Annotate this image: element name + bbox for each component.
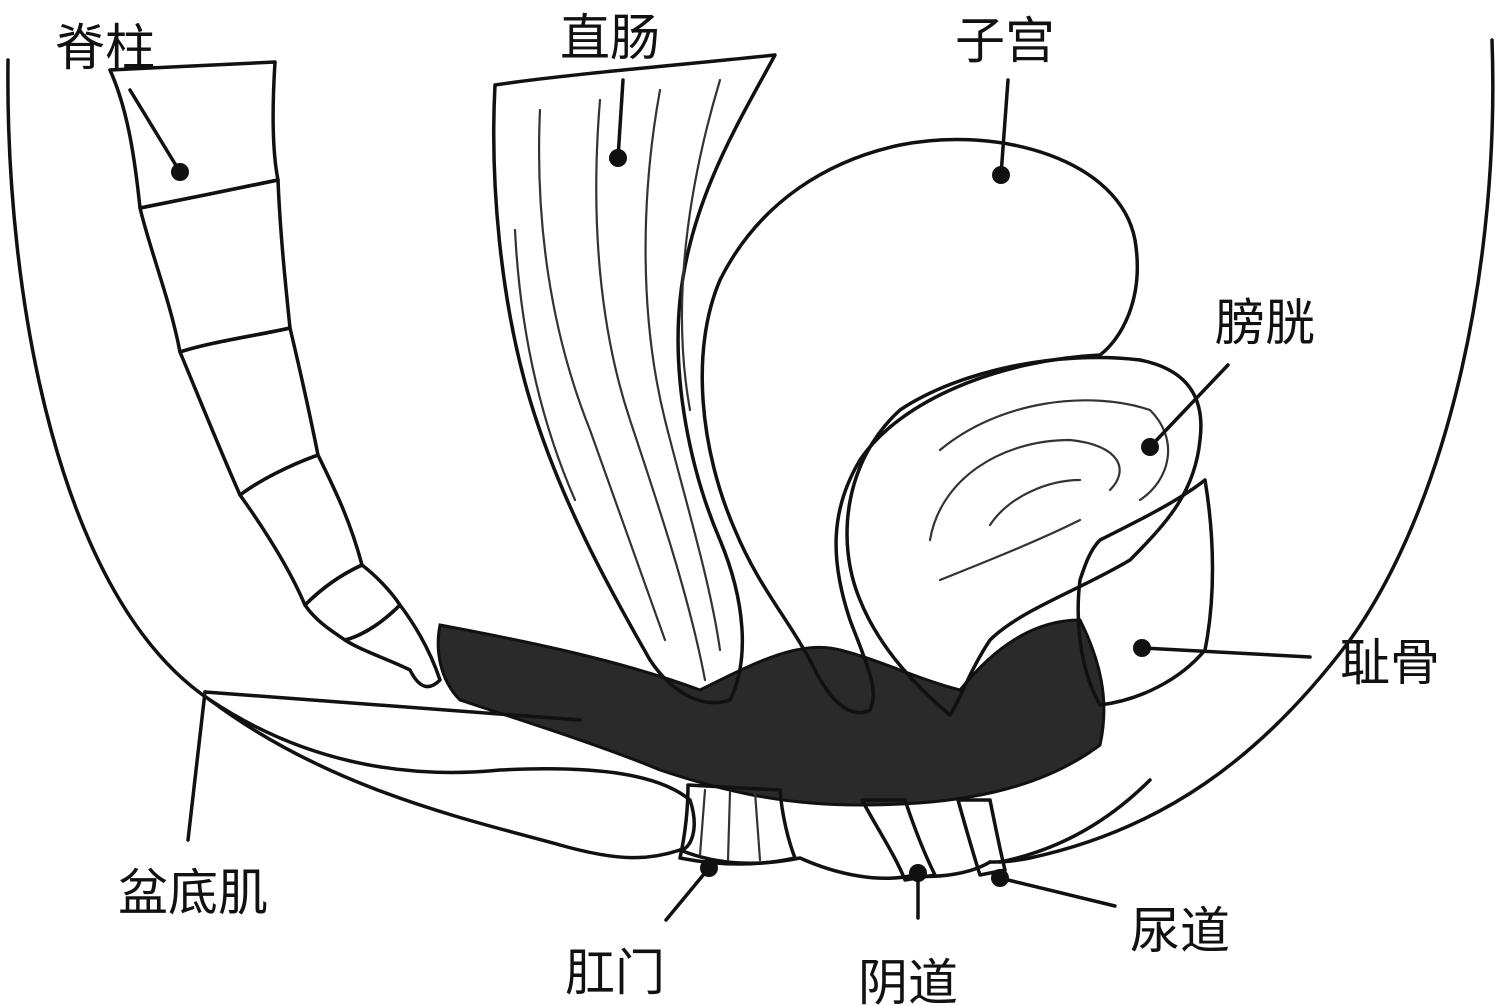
- rectum: [492, 53, 777, 705]
- body-outline-right: [988, 38, 1495, 864]
- rectum-fibers: [513, 78, 722, 682]
- label-rectum: 直肠: [560, 9, 660, 67]
- label-pelvic-floor: 盆底肌: [118, 864, 268, 922]
- label-anus: 肛门: [565, 944, 665, 1002]
- buttock-curve: [208, 698, 696, 852]
- label-urethra: 尿道: [1130, 902, 1230, 960]
- label-spine: 脊柱: [55, 19, 155, 77]
- pelvic-floor-muscle: [436, 618, 1106, 807]
- label-uterus: 子宫: [955, 12, 1055, 70]
- anal-fibers: [698, 788, 762, 862]
- leaders: [128, 78, 1312, 922]
- label-bladder: 膀胱: [1215, 294, 1315, 352]
- anal-canal: [678, 783, 797, 866]
- pubic-bone: [1076, 478, 1215, 707]
- label-vagina: 阴道: [858, 954, 958, 1006]
- thigh-curve: [998, 778, 1152, 864]
- bladder-contours: [928, 399, 1170, 582]
- spine: [108, 60, 442, 689]
- bladder: [845, 355, 1203, 717]
- urethra-tube: [956, 798, 1007, 877]
- body-outline: [6, 58, 682, 860]
- uterus: [700, 137, 1140, 715]
- label-pubic-bone: 耻骨: [1340, 634, 1440, 692]
